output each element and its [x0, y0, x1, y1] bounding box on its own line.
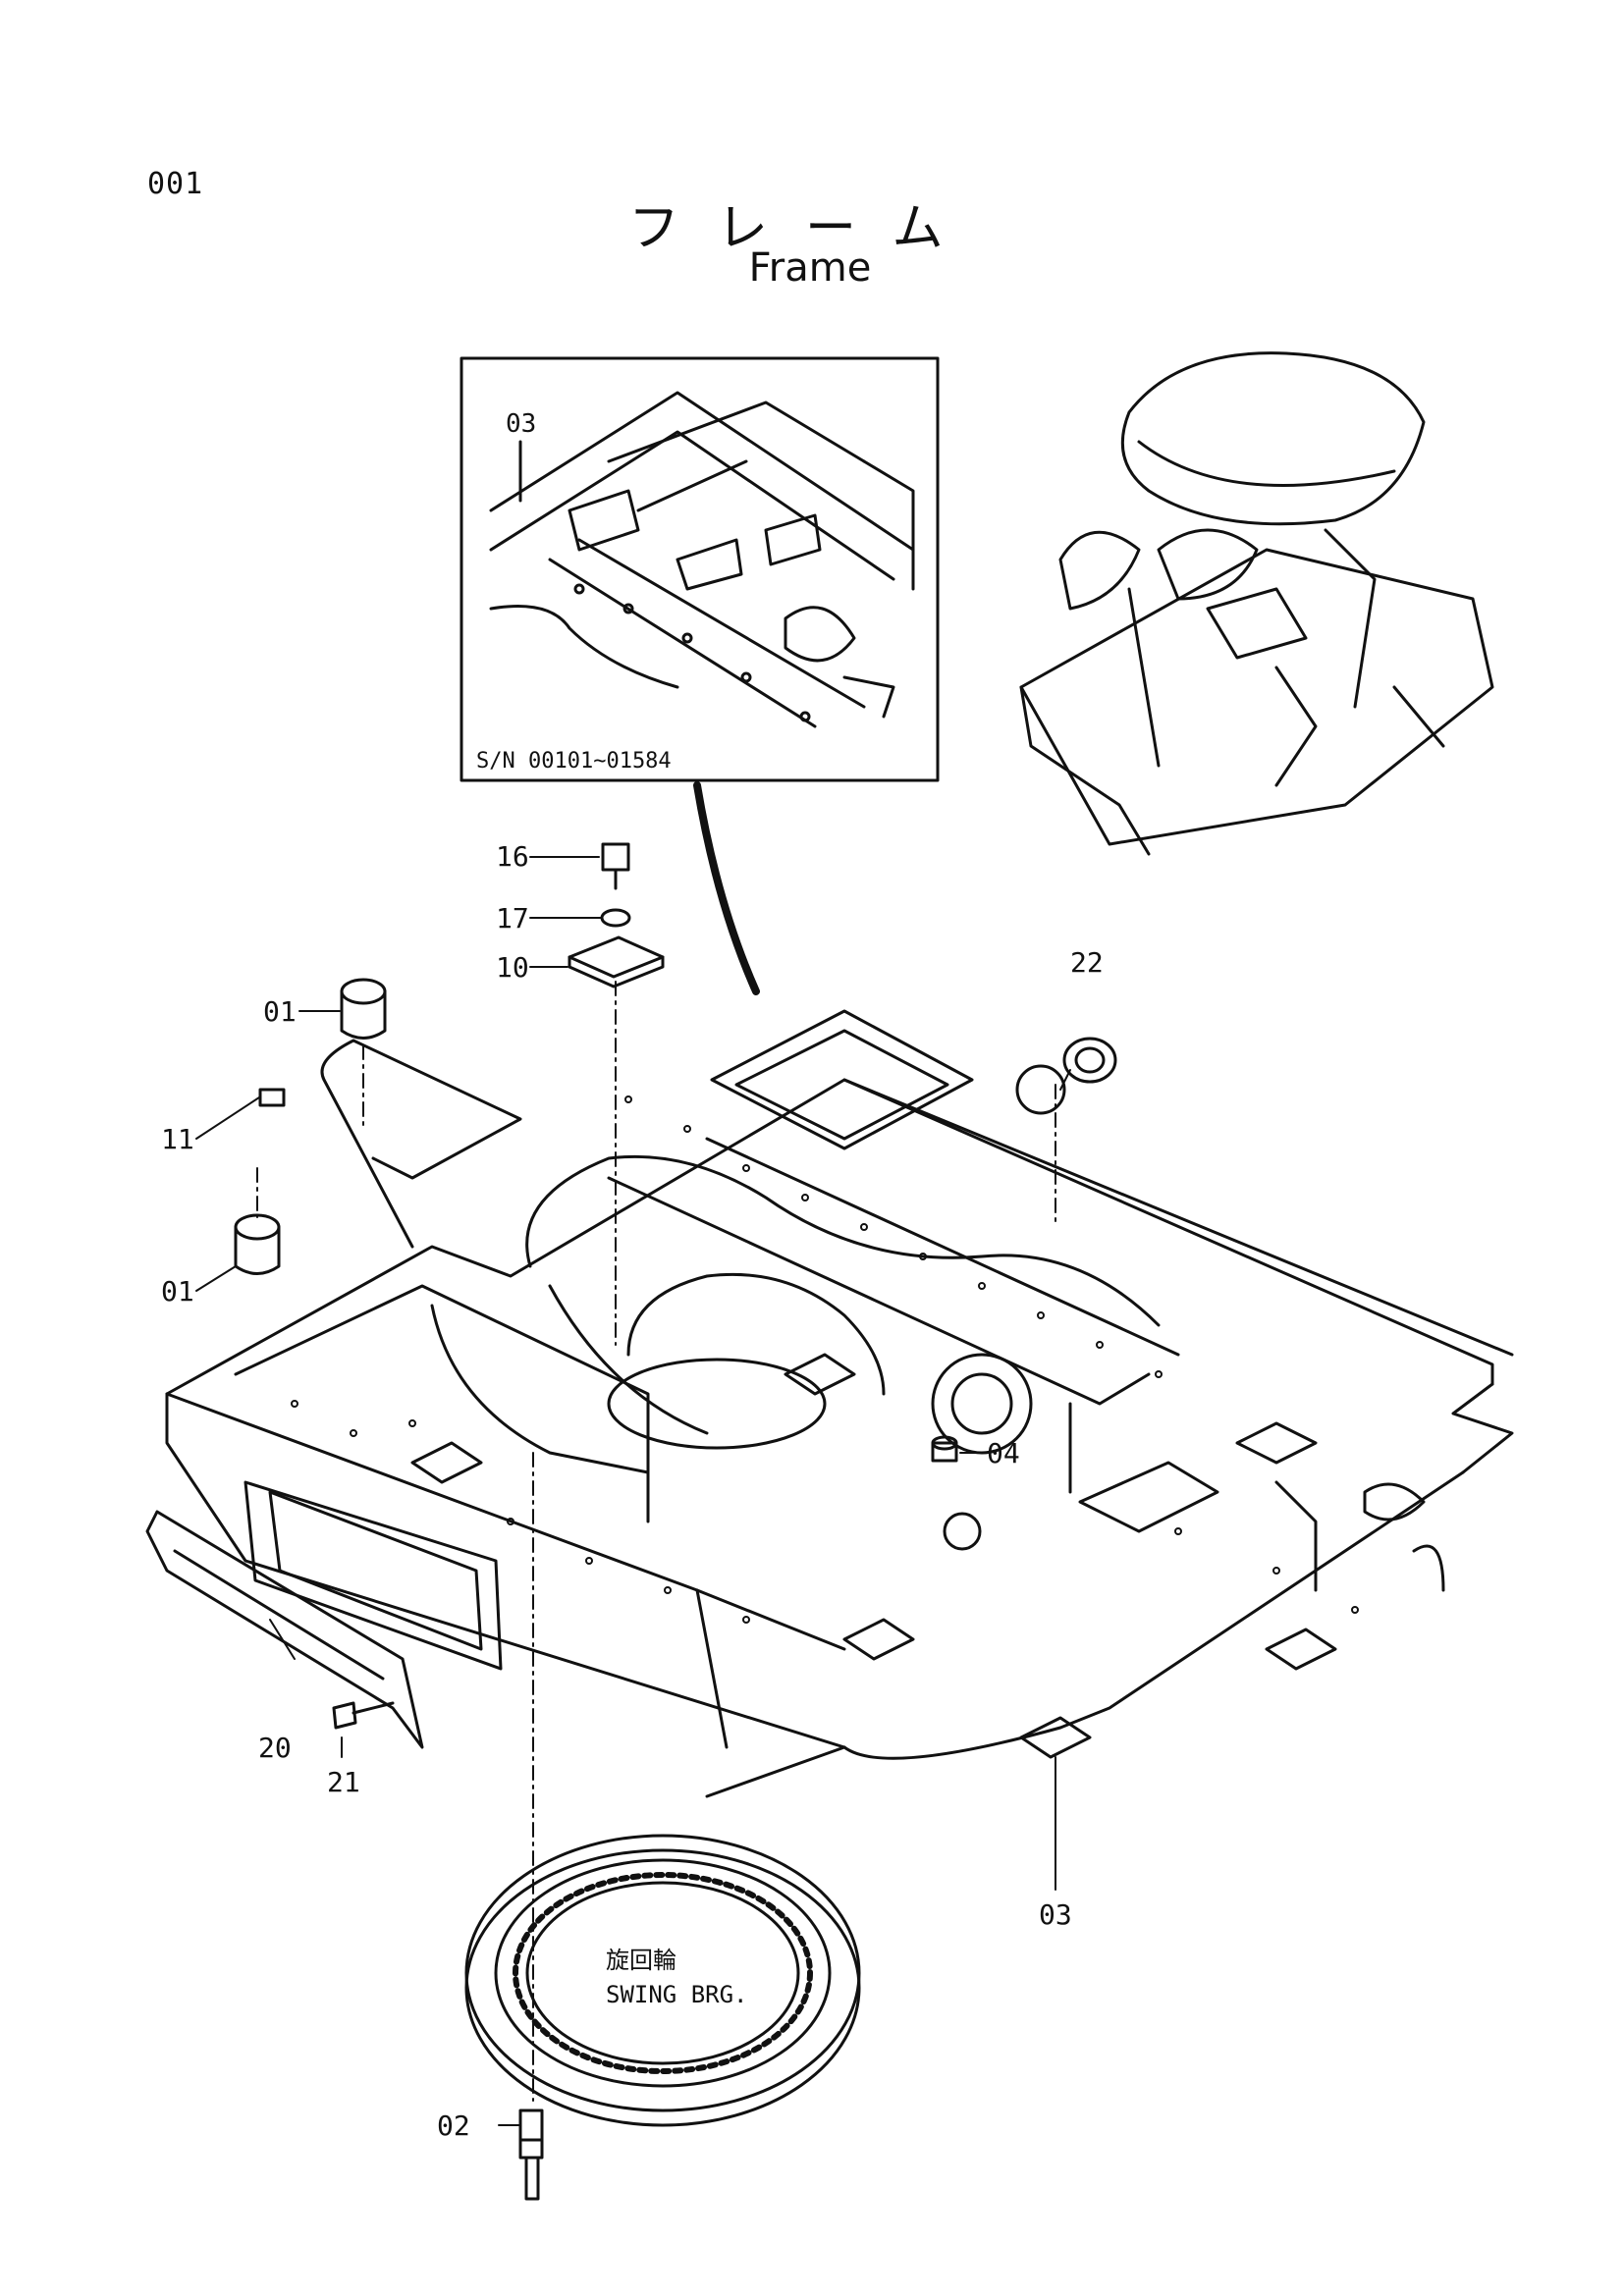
bushing-01-upper	[340, 978, 387, 1040]
callout-01-lower: 01	[161, 1275, 194, 1308]
callout-01-upper: 01	[263, 995, 297, 1028]
grommet-22	[1062, 1037, 1117, 1084]
callout-11: 11	[161, 1123, 194, 1155]
side-cover	[145, 1510, 424, 1749]
bolt-02	[518, 2109, 544, 2201]
inset-serial-number: S/N 00101~01584	[476, 749, 672, 774]
leader-lines	[195, 856, 1071, 2126]
callout-02: 02	[437, 2109, 470, 2142]
swing-bearing-label-en: SWING BRG.	[606, 1981, 748, 2008]
title-japanese: フレーム	[628, 199, 981, 258]
plate-10	[568, 935, 665, 988]
callout-22: 22	[1070, 946, 1104, 979]
callout-16: 16	[496, 840, 529, 873]
callout-21: 21	[327, 1766, 360, 1798]
plug-04	[931, 1435, 958, 1463]
callout-17: 17	[496, 902, 529, 934]
swing-bearing-label-jp: 旋回輪	[606, 1947, 676, 1974]
washer-17	[600, 908, 631, 928]
upper-frame	[165, 1009, 1514, 1798]
callout-04: 04	[987, 1437, 1020, 1469]
swing-bearing: 旋回輪 SWING BRG.	[464, 1834, 861, 2127]
bushing-01-lower	[234, 1213, 281, 1275]
bolt-16	[601, 842, 630, 890]
title-english: Frame	[748, 245, 872, 291]
inset-callout-03: 03	[506, 409, 536, 439]
frame-bolt-holes	[291, 1095, 1359, 1624]
callout-10: 10	[496, 951, 529, 984]
screw-21	[332, 1701, 395, 1730]
inset-leader	[693, 781, 760, 995]
page-number: 001	[147, 167, 204, 201]
callout-03-main: 03	[1039, 1898, 1072, 1931]
center-lines	[256, 981, 1056, 2102]
machine-overview	[1019, 351, 1494, 856]
grease-fitting-11	[258, 1088, 286, 1107]
inset-detail: 03 S/N 00101~01584	[460, 356, 940, 782]
callout-20: 20	[258, 1732, 292, 1764]
